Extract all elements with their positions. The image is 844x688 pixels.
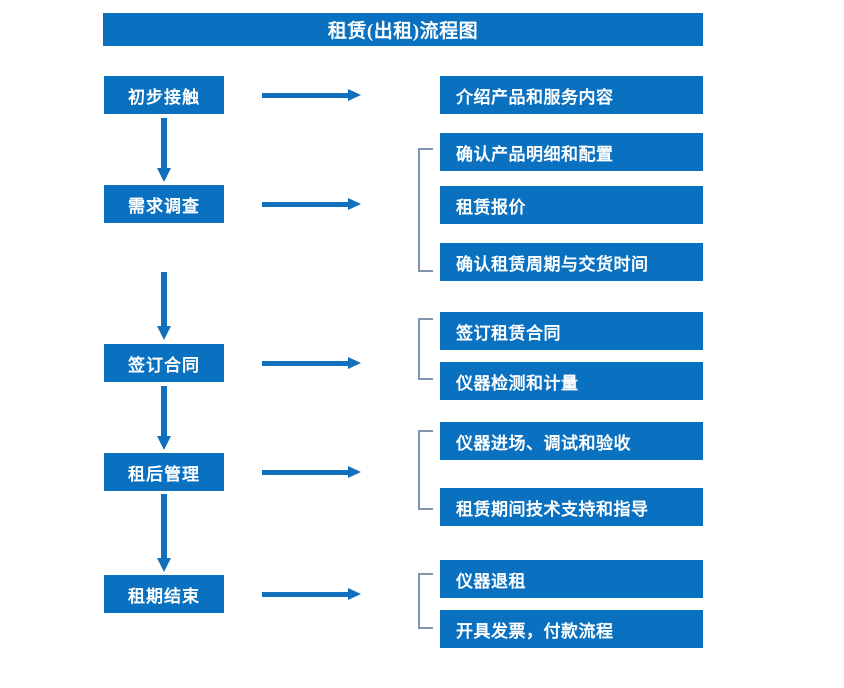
horizontal-arrow-icon-5 [262,587,362,601]
diagram-title: 租赁(出租)流程图 [103,13,703,46]
horizontal-arrow-icon-4 [262,465,362,479]
group-bracket-sign-contract [418,318,433,380]
vertical-arrow-icon-1 [156,118,172,184]
horizontal-arrow-icon-1 [262,88,362,102]
vertical-arrow-icon-3 [156,386,172,452]
detail-box-invoice-payment[interactable]: 开具发票，付款流程 [440,610,703,648]
group-bracket-rental-end [418,573,433,629]
detail-box-confirm-product-details[interactable]: 确认产品明细和配置 [440,133,703,171]
detail-box-technical-support[interactable]: 租赁期间技术支持和指导 [440,488,703,526]
detail-box-introduce-products[interactable]: 介绍产品和服务内容 [440,76,703,114]
detail-box-instrument-onsite-commissioning[interactable]: 仪器进场、调试和验收 [440,422,703,460]
detail-box-rental-quotation[interactable]: 租赁报价 [440,186,703,224]
horizontal-arrow-icon-3 [262,356,362,370]
vertical-arrow-icon-2 [156,272,172,342]
detail-box-sign-rental-contract[interactable]: 签订租赁合同 [440,312,703,350]
vertical-arrow-icon-4 [156,494,172,574]
horizontal-arrow-icon-2 [262,197,362,211]
stage-box-initial-contact[interactable]: 初步接触 [104,76,224,114]
stage-box-requirement-survey[interactable]: 需求调查 [104,185,224,223]
detail-box-instrument-return[interactable]: 仪器退租 [440,560,703,598]
stage-box-sign-contract[interactable]: 签订合同 [104,344,224,382]
group-bracket-post-rental-management [418,430,433,510]
detail-box-confirm-rental-period[interactable]: 确认租赁周期与交货时间 [440,243,703,281]
stage-box-post-rental-management[interactable]: 租后管理 [104,453,224,491]
group-bracket-requirement-survey [418,148,433,272]
stage-box-rental-end[interactable]: 租期结束 [104,575,224,613]
detail-box-instrument-inspection[interactable]: 仪器检测和计量 [440,362,703,400]
